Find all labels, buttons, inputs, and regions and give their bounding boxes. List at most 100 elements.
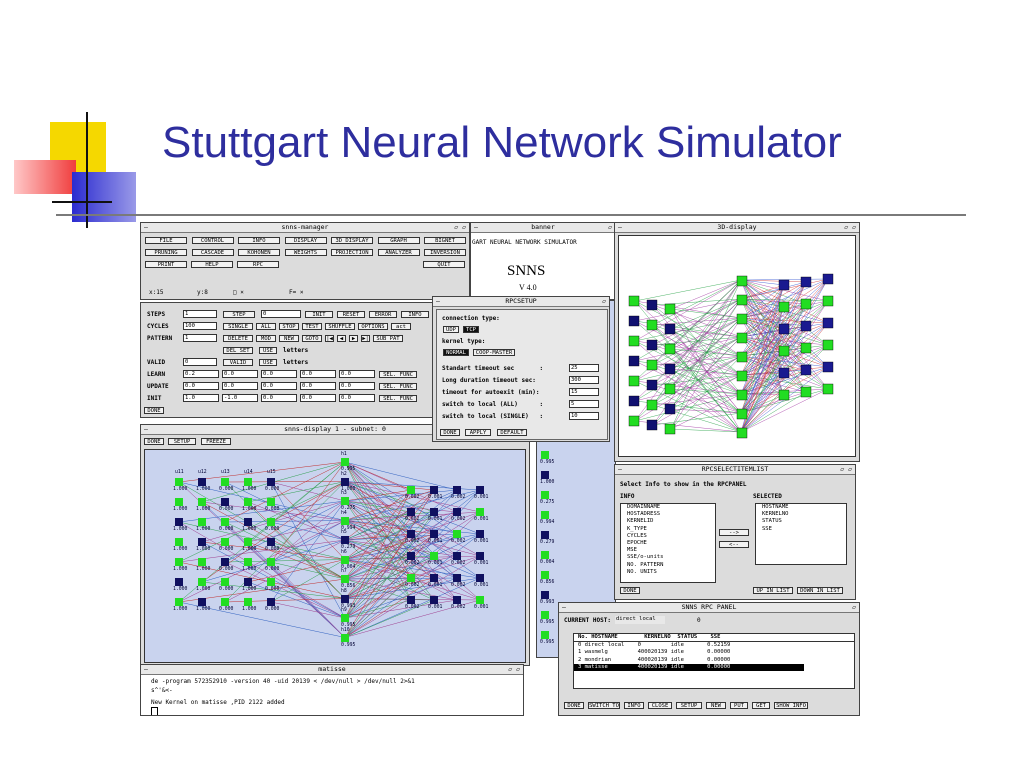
input-unit[interactable] (244, 558, 252, 566)
del-set-button[interactable]: DEL SET (223, 347, 253, 354)
rpcsetup-titlebar[interactable]: —RPCSETUP▱ (433, 297, 609, 307)
update-param-4[interactable]: 0.0 (300, 382, 336, 390)
input-unit[interactable] (221, 498, 229, 506)
input-unit[interactable] (221, 558, 229, 566)
rpc-new-button[interactable]: NEW (706, 702, 726, 709)
input-unit[interactable] (267, 598, 275, 606)
hidden-unit[interactable] (341, 477, 349, 486)
input-unit[interactable] (175, 478, 183, 486)
update-sel-func-button[interactable]: SEL. FUNC (379, 383, 417, 390)
host-row[interactable]: 0 direct local 0 idle 0.52159 (578, 642, 731, 649)
input-unit[interactable] (244, 478, 252, 486)
input-unit[interactable] (198, 578, 206, 586)
update-param-3[interactable]: 0.0 (261, 382, 297, 390)
output-unit[interactable] (407, 530, 415, 538)
hidden-unit[interactable] (341, 555, 349, 564)
up-in-list-button[interactable]: UP IN LIST (753, 587, 793, 594)
rpcsetup-row-field[interactable]: 300 (569, 376, 599, 384)
manager-titlebar[interactable]: —snns-manager▱ ▱ (141, 223, 469, 233)
options-button[interactable]: OPTIONS (358, 323, 388, 330)
manager-button-print[interactable]: PRINT (145, 261, 187, 268)
manager-button-kohonen[interactable]: KOHONEN (238, 249, 280, 256)
input-unit[interactable] (221, 518, 229, 526)
rpcpanel-titlebar[interactable]: —SNNS RPC PANEL▱ (559, 603, 859, 613)
current-host-field[interactable]: direct local (615, 616, 665, 624)
hidden-unit[interactable] (341, 614, 349, 622)
update-param-2[interactable]: 0.0 (222, 382, 258, 390)
cycles-field[interactable]: 100 (183, 322, 217, 330)
hidden-unit[interactable] (341, 594, 349, 603)
selected-list-item[interactable]: SSE (762, 525, 772, 532)
rpcselect-titlebar[interactable]: —RPCSELECTITEMLIST▱ ▱ (615, 465, 855, 475)
host-row[interactable]: 2 mondrian 400020139 idle 0.00000 (578, 656, 731, 663)
info-list-item[interactable]: KERNELID (627, 518, 654, 525)
input-unit[interactable] (221, 478, 229, 486)
output-unit[interactable] (430, 574, 438, 582)
learn-param-5[interactable]: 0.0 (339, 370, 375, 378)
hidden-unit[interactable] (341, 458, 349, 466)
init-param-5[interactable]: 0.0 (339, 394, 375, 402)
output-unit[interactable] (476, 508, 484, 516)
host-row[interactable]: 1 wasmelg 400020139 idle 0.00000 (578, 649, 731, 656)
output-unit[interactable] (453, 486, 461, 494)
rpc-close-button[interactable]: CLOSE (648, 702, 672, 709)
update-param-5[interactable]: 0.0 (339, 382, 375, 390)
learn-param-4[interactable]: 0.0 (300, 370, 336, 378)
udp-button[interactable]: UDP (443, 326, 459, 333)
input-unit[interactable] (244, 498, 252, 506)
learn-param-2[interactable]: 0.0 (222, 370, 258, 378)
output-unit[interactable] (476, 552, 484, 560)
manager-button-cascade[interactable]: CASCADE (191, 249, 234, 256)
act-button[interactable]: act (391, 323, 411, 330)
rpcsetup-done-button[interactable]: DONE (440, 429, 460, 436)
info-list-item[interactable]: NO. PATTERN (627, 561, 664, 568)
use-button[interactable]: USE (259, 347, 277, 354)
pattern-nav-button-8[interactable]: SUB PAT (373, 335, 403, 342)
normal-button[interactable]: NORMAL (443, 349, 469, 356)
rpc-setup-button[interactable]: SETUP (676, 702, 702, 709)
hidden-unit[interactable] (341, 633, 349, 642)
info-button[interactable]: INFO (401, 311, 429, 318)
init-param-4[interactable]: 0.0 (300, 394, 336, 402)
input-unit[interactable] (198, 598, 206, 606)
info-list-item[interactable]: EPOCHE (627, 540, 647, 547)
output-unit[interactable] (476, 574, 484, 582)
input-unit[interactable] (198, 538, 206, 546)
input-unit[interactable] (175, 598, 183, 606)
input-unit[interactable] (221, 578, 229, 586)
coop-master-button[interactable]: COOP-MASTER (473, 349, 515, 356)
rpcsetup-row-field[interactable]: 25 (569, 364, 599, 372)
host-table[interactable]: No. HOSTNAME KERNELNO STATUS SSE 0 direc… (573, 633, 855, 689)
input-unit[interactable] (175, 538, 183, 546)
update-param-1[interactable]: 0.0 (183, 382, 219, 390)
input-unit[interactable] (244, 518, 252, 526)
selected-list-item[interactable]: KERNELNO (762, 511, 789, 518)
output-unit[interactable] (453, 508, 461, 516)
hidden-unit[interactable] (341, 536, 349, 544)
reset-button[interactable]: RESET (337, 311, 365, 318)
rpc-done-button[interactable]: DONE (564, 702, 584, 709)
input-unit[interactable] (267, 518, 275, 526)
control-done-button[interactable]: DONE (144, 407, 164, 414)
all-button[interactable]: ALL (256, 323, 276, 330)
input-unit[interactable] (267, 498, 275, 506)
input-unit[interactable] (175, 558, 183, 566)
pattern-nav-button-7[interactable]: ▶| (361, 335, 370, 342)
output-unit[interactable] (453, 596, 461, 604)
display-setup-button[interactable]: SETUP (168, 438, 196, 445)
step-count-field[interactable]: 0 (261, 310, 301, 318)
tcp-button[interactable]: TCP (463, 326, 479, 333)
input-unit[interactable] (198, 558, 206, 566)
init-param-1[interactable]: 1.0 (183, 394, 219, 402)
output-unit[interactable] (476, 486, 484, 494)
rpc-show-info-button[interactable]: SHOW INFO (774, 702, 808, 709)
learn-param-1[interactable]: 0.2 (183, 370, 219, 378)
test-button[interactable]: TEST (302, 323, 322, 330)
display-3d-titlebar[interactable]: —3D-display▱ ▱ (615, 223, 859, 233)
manager-button-3d-display[interactable]: 3D DISPLAY (331, 237, 373, 244)
output-unit[interactable] (430, 508, 438, 516)
output-unit[interactable] (453, 530, 461, 538)
display-freeze-button[interactable]: FREEZE (201, 438, 231, 445)
matisse-titlebar[interactable]: —matisse▱ ▱ (141, 665, 523, 675)
